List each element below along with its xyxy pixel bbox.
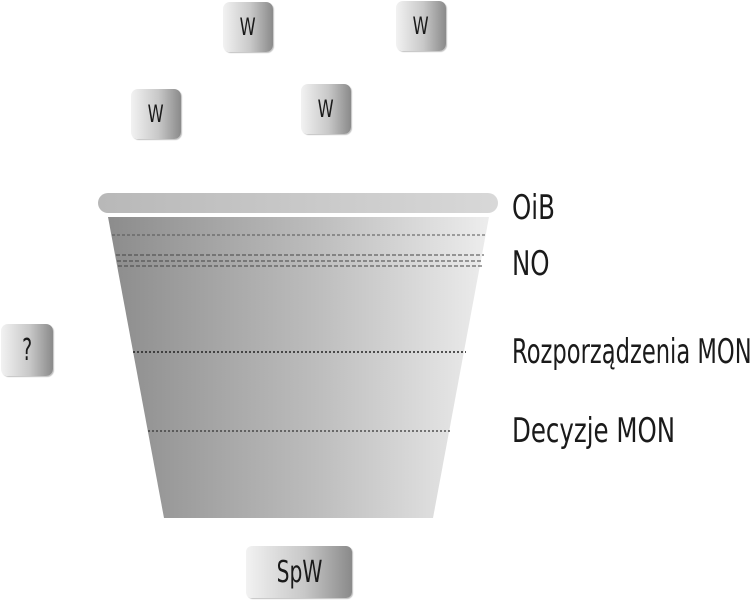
bucket-body [108, 217, 489, 518]
w-tile-label: W [317, 95, 335, 123]
w-tile-label: W [147, 100, 165, 128]
bucket-rim [98, 193, 498, 213]
label-rozporzadzenia-mon: Rozporządzenia MON [512, 332, 752, 372]
w-tile-label: W [239, 13, 257, 41]
w-tile-3: W [131, 89, 181, 139]
label-oib: OiB [512, 188, 555, 228]
label-decyzje-mon: Decyzje MON [512, 411, 676, 451]
spw-tile-label: SpW [276, 554, 322, 590]
w-tile-2: W [396, 1, 446, 51]
w-tile-1: W [223, 2, 273, 52]
spw-tile: SpW [246, 546, 352, 598]
w-tile-label: W [412, 12, 430, 40]
label-no: NO [512, 244, 550, 284]
question-tile-label: ? [21, 332, 33, 368]
question-tile: ? [1, 324, 53, 376]
w-tile-4: W [301, 84, 351, 134]
